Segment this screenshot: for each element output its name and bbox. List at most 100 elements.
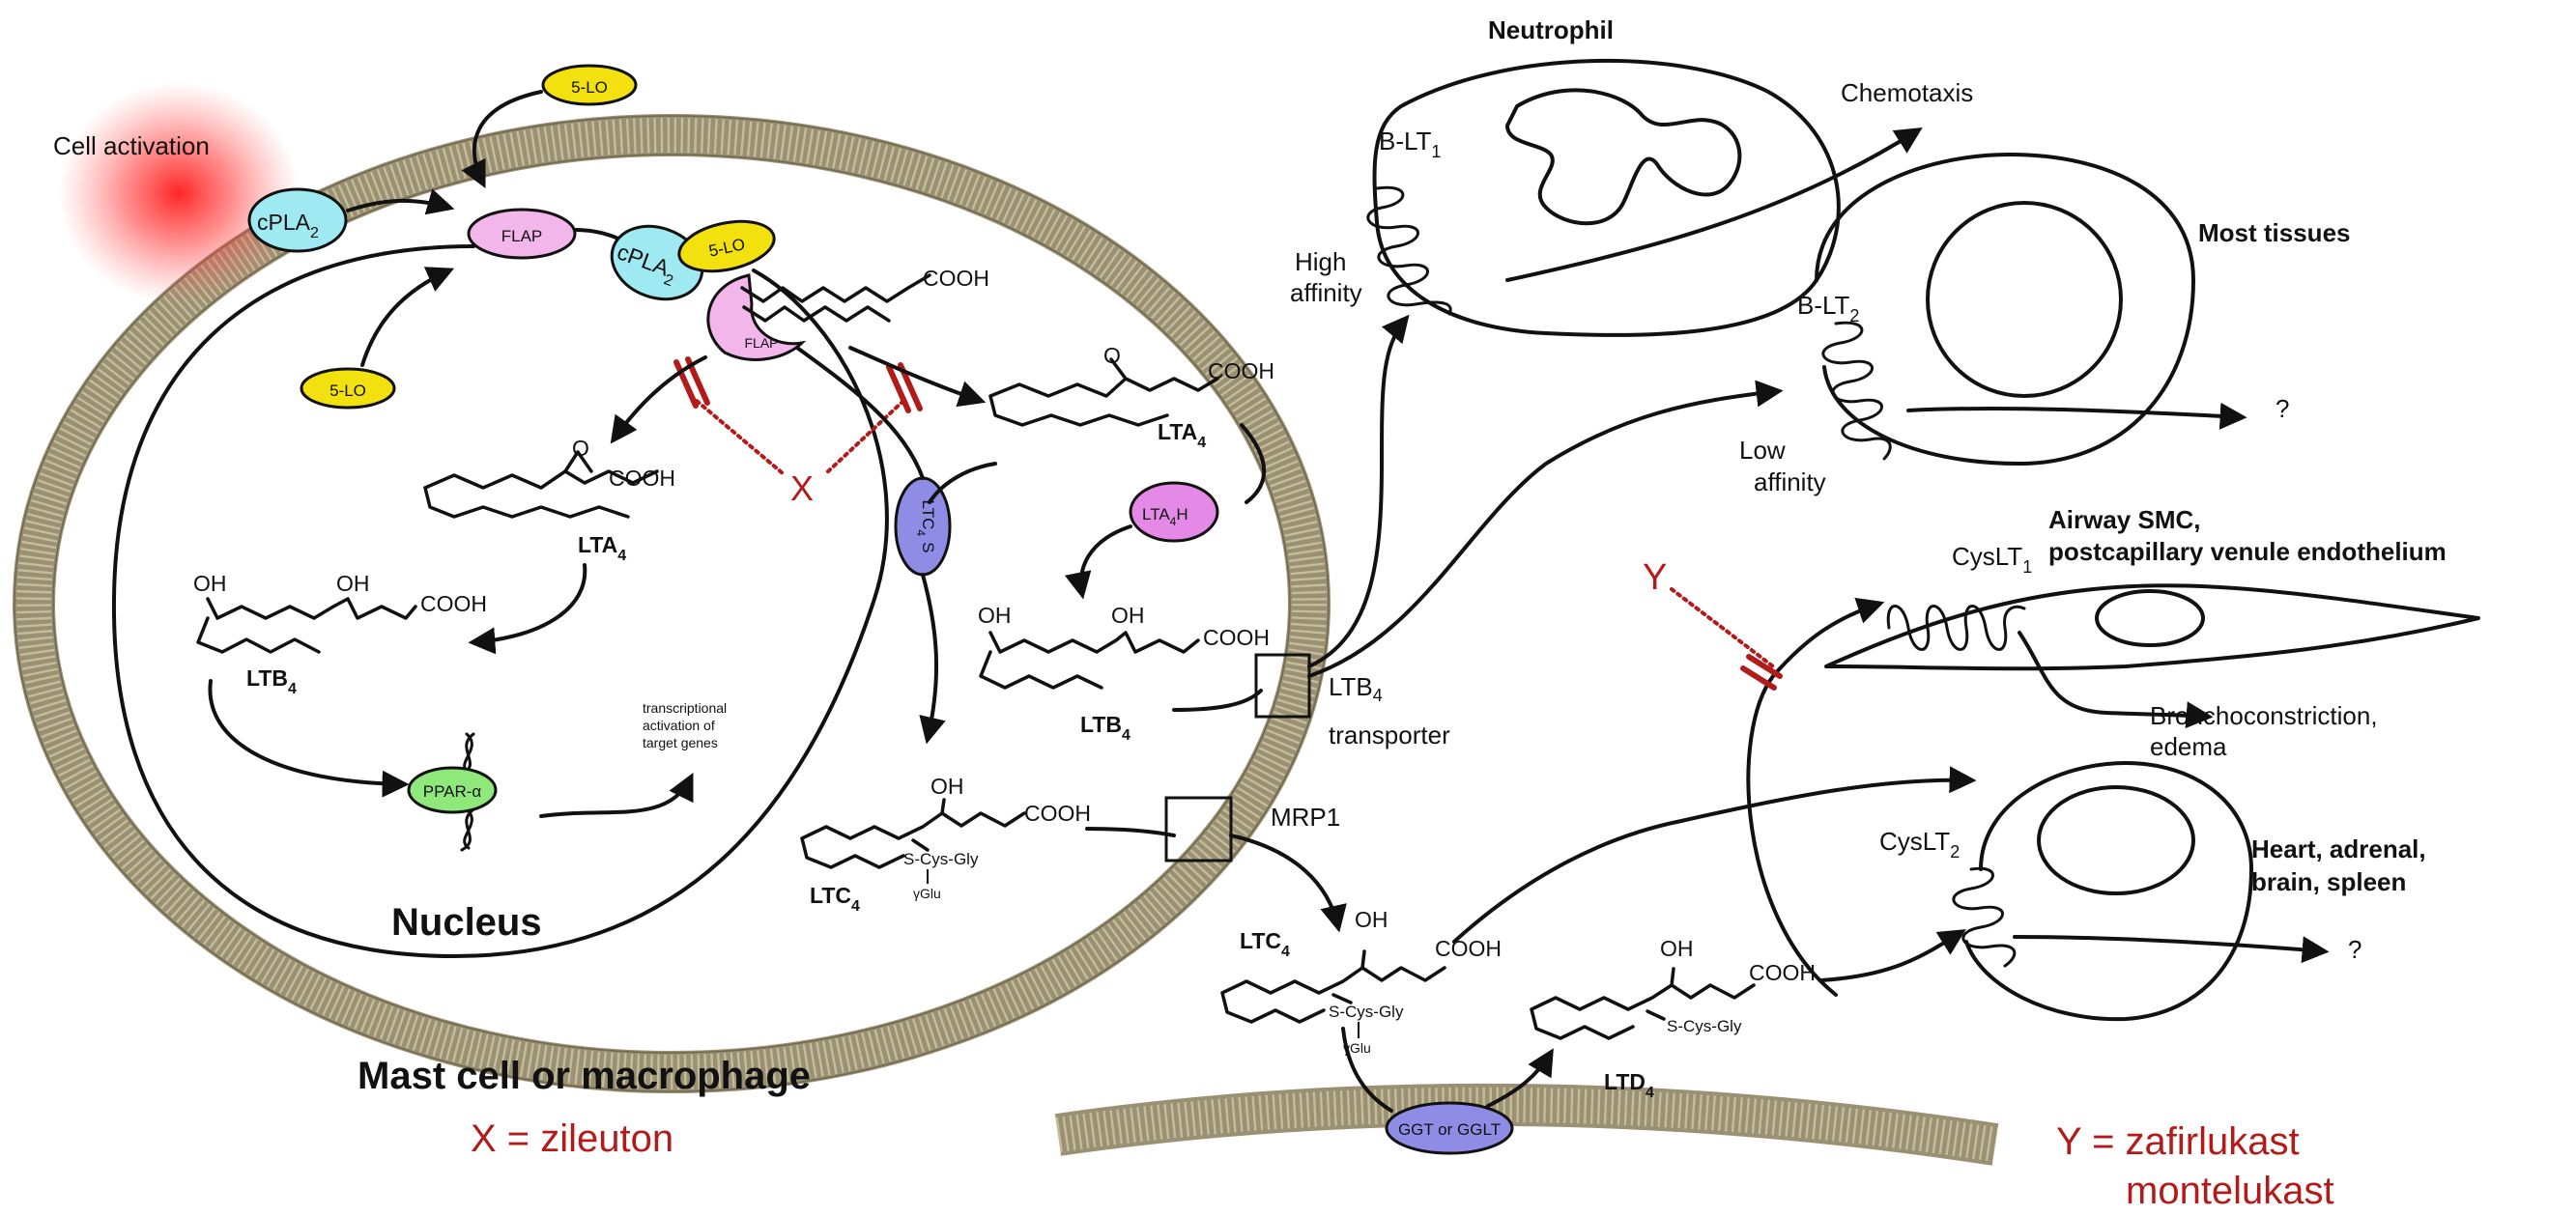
ltc4-outside: LTC4 OH COOH S-Cys-Gly γGlu <box>1220 907 1502 1056</box>
arrow-ltc4-to-heart <box>1452 766 1977 944</box>
arrow-to-bronchoconstriction <box>2018 631 2214 729</box>
line-complex-to-ltc4s <box>795 346 925 480</box>
svg-text:LTC4: LTC4 <box>1240 928 1290 960</box>
ltb4-right: OH OH COOH LTB4 <box>978 603 1270 744</box>
lta4-hydrolase: LTA4H <box>1129 481 1219 543</box>
ltb4-transporter-label: LTB4 transporter <box>1329 672 1450 749</box>
blt1-receptor: B-LT1 <box>1366 127 1452 316</box>
ltc4-synthase: LTC4S <box>894 476 952 577</box>
cyslt1-receptor: CysLT1 <box>1886 542 2032 651</box>
five-lo-top: 5-LO <box>541 64 638 106</box>
svg-text:LTB4: LTB4 <box>1080 712 1131 744</box>
montelukast-label: montelukast <box>2126 1170 2334 1211</box>
svg-text:B-LT1: B-LT1 <box>1379 127 1441 161</box>
svg-text:S-Cys-Gly: S-Cys-Gly <box>1329 1003 1404 1021</box>
nucleus-label: Nucleus <box>391 901 542 944</box>
arrow-ppar-to-transcription <box>539 772 694 818</box>
svg-text:activation of: activation of <box>643 718 715 733</box>
svg-text:O: O <box>1103 343 1121 368</box>
most-tissues-nucleus <box>1926 201 2123 398</box>
svg-text:5-LO: 5-LO <box>571 78 608 97</box>
bronchoconstriction-label: Bronchoconstriction, edema <box>2150 701 2378 761</box>
low-affinity-label: Low affinity <box>1739 436 1826 496</box>
most-tissues-cell <box>1815 153 2195 466</box>
cyslt2-receptor: CysLT2 <box>1879 827 2017 968</box>
inhibitor-x: X <box>673 356 923 508</box>
ltb4-left: OH OH COOH LTB4 <box>193 571 487 697</box>
svg-text:GGT or GGLT: GGT or GGLT <box>1398 1120 1501 1139</box>
cooh-complex: COOH <box>923 266 989 291</box>
svg-text:COOH: COOH <box>1208 358 1274 383</box>
airway-label: Airway SMC, postcapillary venule endothe… <box>2048 505 2447 566</box>
bottom-membrane <box>1054 1083 1999 1166</box>
arrow-ltd4-to-heart <box>1819 929 1966 982</box>
svg-text:LTA4: LTA4 <box>578 532 626 564</box>
arrow-to-lta4-right <box>848 346 987 408</box>
mast-cell-label: Mast cell or macrophage <box>358 1055 811 1097</box>
lta4-right: O COOH LTA4 <box>988 343 1274 451</box>
svg-text:Bronchoconstriction,: Bronchoconstriction, <box>2150 701 2378 730</box>
zileuton-label: X = zileuton <box>471 1117 673 1160</box>
svg-text:LTD4: LTD4 <box>1604 1069 1654 1101</box>
svg-text:cPLA2: cPLA2 <box>257 210 319 241</box>
svg-text:γGlu: γGlu <box>913 886 941 901</box>
line-ltc4-to-ggt <box>1341 1027 1393 1113</box>
neutrophil-nucleus <box>1505 88 1742 226</box>
arrow-5lo-left-to-flap <box>360 267 455 367</box>
heart-question: ? <box>2348 935 2361 964</box>
svg-text:O: O <box>572 436 589 461</box>
svg-text:CysLT2: CysLT2 <box>1879 827 1960 862</box>
nucleus-envelope <box>111 244 889 958</box>
arrow-heart-out <box>2013 935 2330 964</box>
enzyme-complex: cPLA2 5-LO FLAP <box>610 219 807 361</box>
svg-text:COOH: COOH <box>1024 801 1091 826</box>
svg-text:LTB4: LTB4 <box>246 665 297 697</box>
svg-text:LTC4: LTC4 <box>810 883 860 915</box>
svg-text:OH: OH <box>930 774 964 799</box>
svg-text:OH: OH <box>1355 907 1388 932</box>
arrow-ltd4-to-airway <box>1746 597 1885 997</box>
svg-text:COOH: COOH <box>1435 936 1502 961</box>
svg-text:transporter: transporter <box>1329 721 1450 749</box>
svg-text:Airway SMC,: Airway SMC, <box>2048 505 2201 534</box>
arrow-to-lta4-left <box>610 355 707 444</box>
flap-protein: FLAP <box>467 208 577 260</box>
svg-text:Y: Y <box>1643 557 1667 598</box>
svg-text:S-Cys-Gly: S-Cys-Gly <box>1667 1017 1742 1035</box>
svg-text:edema: edema <box>2150 732 2227 761</box>
inhibitor-y: Y <box>1643 557 1783 691</box>
arrow-lta4-to-ltb4-left <box>468 563 587 655</box>
cpla2-left: cPLA2 <box>247 187 348 253</box>
arrow-ltb4-to-neutrophil <box>1307 314 1410 668</box>
svg-text:LTB4: LTB4 <box>1329 672 1383 705</box>
svg-text:OH: OH <box>1111 603 1145 628</box>
svg-text:COOH: COOH <box>609 466 675 491</box>
svg-text:FLAP: FLAP <box>744 335 778 351</box>
airway-smc-cell <box>1824 583 2480 671</box>
svg-text:X: X <box>790 468 814 508</box>
line-ltb4-to-transporter <box>1172 689 1263 712</box>
svg-text:5-LO: 5-LO <box>329 382 366 400</box>
svg-text:OH: OH <box>1660 936 1694 961</box>
svg-text:target genes: target genes <box>643 735 718 750</box>
mrp1-transporter <box>1164 796 1233 863</box>
neutrophil-cell <box>1372 58 1841 337</box>
zafirlukast-label: Y = zafirlukast <box>2056 1120 2300 1163</box>
svg-text:COOH: COOH <box>420 591 487 616</box>
line-lta4-to-lta4h <box>1240 423 1267 504</box>
heart-cell <box>1964 761 2253 1022</box>
svg-text:affinity: affinity <box>1754 467 1826 496</box>
svg-text:OH: OH <box>978 603 1012 628</box>
five-lo-left: 5-LO <box>300 367 396 410</box>
ggt-enzyme: GGT or GGLT <box>1385 1101 1514 1155</box>
svg-text:transcriptional: transcriptional <box>643 700 727 716</box>
svg-text:S-Cys-Gly: S-Cys-Gly <box>903 850 979 868</box>
arrow-cpla2-to-flap <box>346 188 455 215</box>
mast-cell-membrane <box>13 114 1331 1093</box>
ltb4-transporter <box>1254 653 1311 719</box>
heart-nucleus <box>2037 785 2195 895</box>
high-affinity-label: High affinity <box>1290 247 1362 307</box>
svg-text:OH: OH <box>336 571 370 596</box>
transcription-label: transcriptional activation of target gen… <box>643 700 727 750</box>
